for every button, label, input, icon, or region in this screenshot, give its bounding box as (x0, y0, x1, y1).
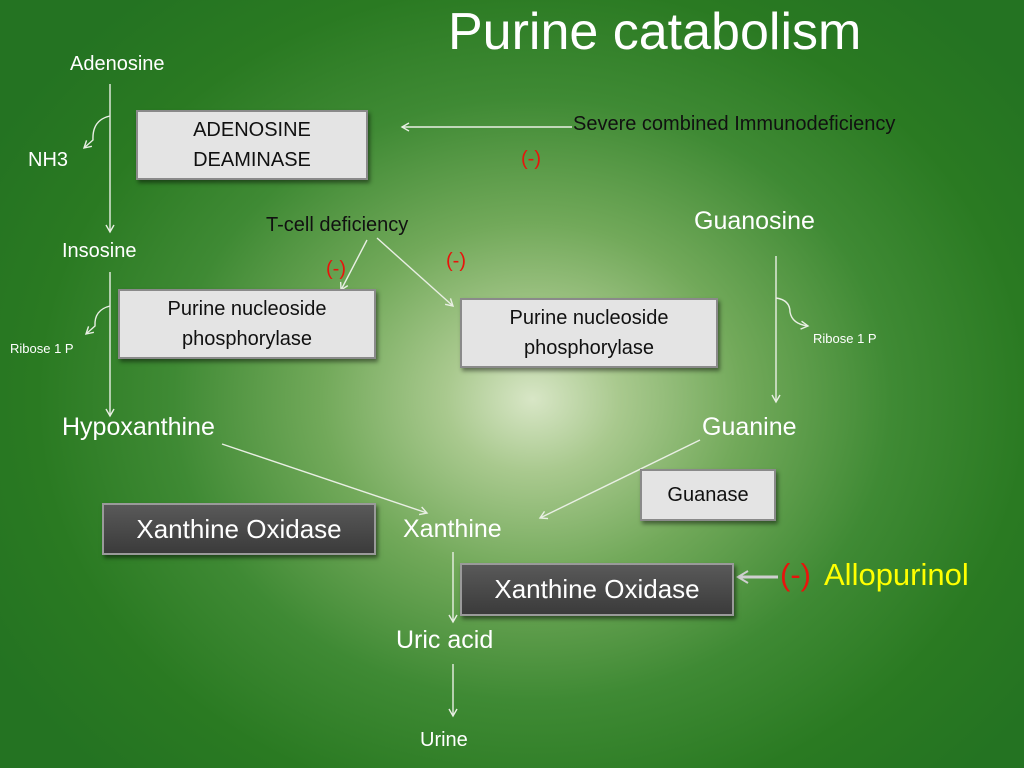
inhibit-tcell-right: (-) (446, 250, 466, 272)
arrow-ribose-left-branch (84, 305, 111, 335)
ada-line-2: DEAMINASE (193, 149, 311, 171)
enzyme-pnp-right: Purine nucleoside phosphorylase (460, 298, 718, 368)
node-ribose-left: Ribose 1 P (10, 341, 74, 356)
annotation-tcell: T-cell deficiency (266, 214, 409, 236)
node-guanine: Guanine (702, 413, 797, 441)
pnp-left-line-2: phosphorylase (181, 328, 313, 350)
enzyme-guanase: Guanase (640, 469, 776, 521)
inhibit-scid: (-) (521, 148, 541, 170)
arrow-tcell-to-pnp-right (376, 237, 455, 307)
slide-title: Purine catabolism (448, 3, 862, 61)
node-ribose-right: Ribose 1 P (813, 331, 877, 346)
node-adenosine: Adenosine (70, 53, 165, 75)
node-nh3: NH3 (28, 149, 69, 171)
enzyme-xanthine-oxidase-right: Xanthine Oxidase (460, 563, 734, 616)
node-guanosine: Guanosine (694, 207, 815, 235)
arrow-ribose-right-branch (775, 297, 810, 330)
node-xanthine: Xanthine (403, 515, 502, 543)
pnp-right-line-2: phosphorylase (523, 337, 655, 359)
ada-line-1: ADENOSINE (193, 119, 311, 141)
annotation-scid: Severe combined Immunodeficiency (573, 113, 896, 135)
arrow-nh3-branch (82, 115, 111, 149)
enzyme-adenosine-deaminase: ADENOSINE DEAMINASE (136, 110, 368, 180)
node-uric-acid: Uric acid (396, 626, 494, 654)
node-insosine: Insosine (62, 240, 137, 262)
inhibit-allopurinol: (-) (780, 557, 811, 592)
node-hypoxanthine: Hypoxanthine (62, 413, 215, 441)
pnp-left-line-1: Purine nucleoside (167, 298, 327, 320)
arrow-tcell-to-pnp-left (339, 239, 368, 292)
pnp-right-line-1: Purine nucleoside (509, 307, 669, 329)
drug-allopurinol: Allopurinol (824, 557, 969, 592)
node-urine: Urine (420, 729, 468, 751)
arrow-guanine-xanthine (538, 439, 701, 520)
arrow-hypoxanthine-xanthine (221, 443, 429, 516)
enzyme-pnp-left: Purine nucleoside phosphorylase (118, 289, 376, 359)
inhibit-tcell-left: (-) (326, 258, 346, 280)
enzyme-xanthine-oxidase-left: Xanthine Oxidase (102, 503, 376, 555)
